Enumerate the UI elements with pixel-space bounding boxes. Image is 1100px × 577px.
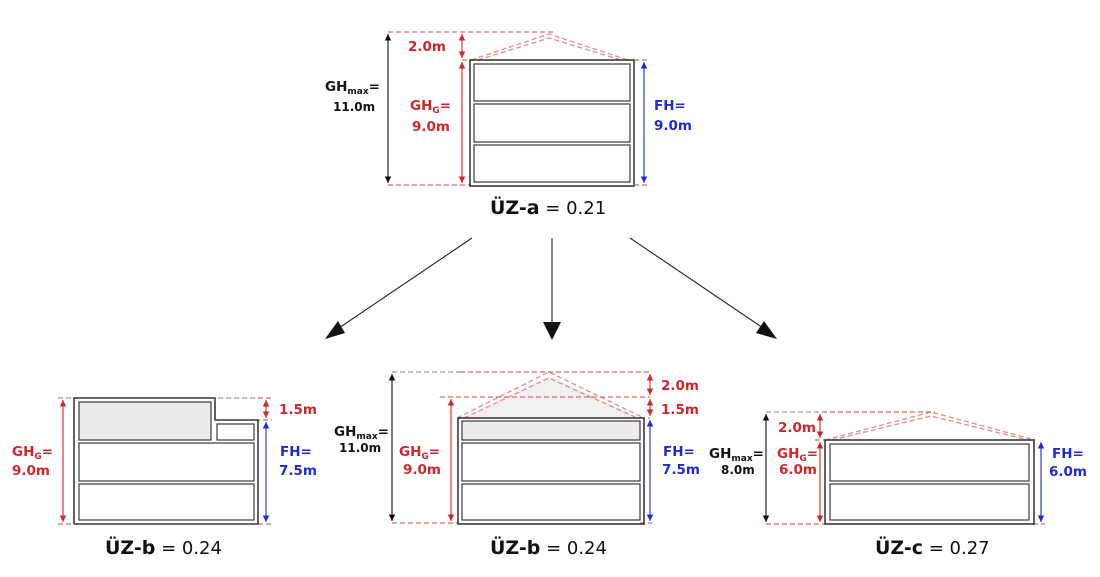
floor-2 [461, 442, 641, 482]
label-roof-height: 2.0m [661, 378, 699, 394]
arrow-head-right [756, 321, 777, 339]
label-ghg-value: 9.0m [412, 119, 450, 135]
label-fh: FH= [663, 444, 695, 460]
floor-2 [78, 442, 255, 482]
floor-attic-left [78, 401, 212, 441]
label-fh-value: 7.5m [279, 463, 317, 479]
label-ghmax-value: 8.0m [721, 463, 755, 477]
label-ghg: GHG= [12, 444, 53, 462]
label-ghmax: GHmax= [709, 446, 764, 464]
caption-uz-a: ÜZ-a = 0.21 [490, 195, 606, 219]
floor-1 [829, 483, 1030, 521]
building-uz-c: 2.0m GHmax= 8.0m GHG= 6.0m FH= 6.0m ÜZ-c… [709, 411, 1087, 559]
label-ghmax-value: 11.0m [339, 441, 381, 455]
building-uz-b-middle: 2.0m 1.5m GHmax= 11.0m GHG= 9.0m FH= 7.5… [334, 371, 700, 559]
label-step-height: 1.5m [279, 402, 317, 418]
floor-1 [473, 144, 631, 183]
building-uz-a: 2.0m GHmax= 11.0m GHG= 9.0m FH= 9.0m ÜZ-… [325, 31, 692, 219]
label-roof-height: 2.0m [778, 420, 816, 436]
floor-attic-right [216, 423, 255, 441]
arrow-head-left [325, 321, 345, 339]
label-step-height: 1.5m [661, 402, 699, 418]
arrow-to-right [629, 237, 767, 331]
floor-2 [473, 103, 631, 143]
building-outline [73, 397, 259, 525]
label-roof-height: 2.0m [408, 39, 446, 55]
label-fh: FH= [280, 444, 312, 460]
label-fh: FH= [654, 98, 686, 114]
building-outline [824, 439, 1035, 525]
floor-1 [461, 483, 641, 521]
label-fh-value: 6.0m [1049, 464, 1087, 480]
floor-1 [78, 483, 255, 521]
floor-2 [829, 443, 1030, 482]
building-outline [469, 59, 635, 187]
label-fh-value: 7.5m [662, 462, 700, 478]
label-fh: FH= [1052, 446, 1084, 462]
label-ghmax-value: 11.0m [333, 100, 375, 114]
flow-arrows [325, 237, 777, 340]
roof-outline [824, 411, 1036, 441]
roof-outline [470, 33, 629, 61]
label-ghg: GHG= [410, 98, 451, 116]
label-ghg: GHG= [777, 446, 818, 464]
building-outline [457, 417, 645, 525]
floor-attic [461, 420, 641, 441]
arrow-head-middle [543, 322, 561, 340]
caption-uz-b-left: ÜZ-b = 0.24 [105, 535, 222, 559]
roof-outline-inner [477, 37, 622, 61]
building-uz-b-left: 1.5m GHG= 9.0m FH= 7.5m ÜZ-b = 0.24 [12, 397, 317, 559]
label-ghg-value: 9.0m [403, 462, 441, 478]
caption-uz-b-middle: ÜZ-b = 0.24 [490, 535, 607, 559]
label-ghg: GHG= [399, 444, 440, 462]
caption-uz-c: ÜZ-c = 0.27 [875, 535, 990, 559]
floor-3 [473, 63, 631, 102]
label-ghmax: GHmax= [325, 79, 380, 97]
arrow-to-left [335, 237, 473, 331]
roof-outline [456, 371, 645, 419]
label-ghg-value: 9.0m [12, 463, 50, 479]
roof-outline-inner [831, 415, 1029, 441]
label-fh-value: 9.0m [654, 118, 692, 134]
label-ghg-value: 6.0m [779, 462, 817, 478]
label-ghmax: GHmax= [334, 424, 389, 442]
